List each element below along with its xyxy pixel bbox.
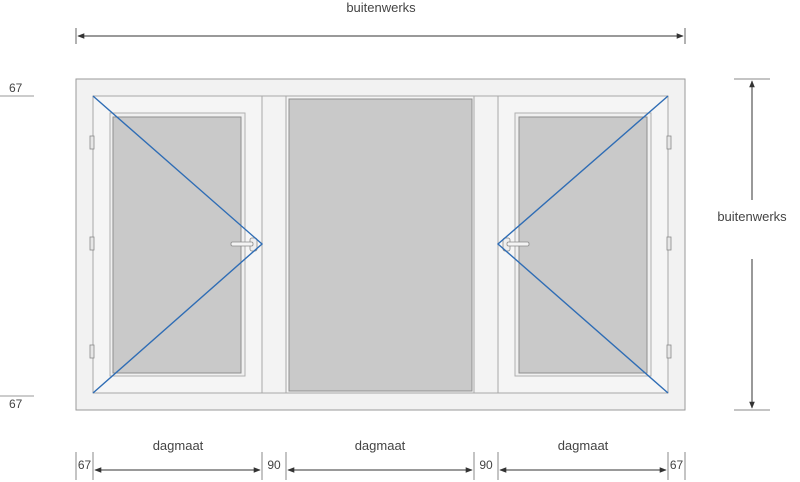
window-frame (75, 78, 686, 411)
frame-height-marks: 67 67 (0, 81, 34, 411)
frame-top-label: 67 (9, 81, 23, 95)
right-opening-lines (496, 95, 669, 394)
right-sash (497, 95, 669, 394)
overall-width-dimension: buitenwerks (75, 0, 686, 44)
frame-right-label: 67 (670, 458, 684, 472)
right-handle (502, 237, 530, 252)
center-glass-pane (288, 98, 473, 392)
overall-width-label: buitenwerks (346, 0, 416, 15)
hinge-icon (666, 344, 672, 359)
mullion-left (261, 95, 287, 394)
center-fixed-pane (285, 95, 475, 394)
bottom-dimension-chain: 67 90 90 67 dagmaat dagmaat dagmaat (75, 438, 686, 480)
right-hinges (666, 135, 672, 359)
daylight-left-label: dagmaat (153, 438, 204, 453)
daylight-right-label: dagmaat (558, 438, 609, 453)
left-handle (230, 237, 258, 252)
handle-lever (230, 241, 254, 247)
right-glass-pane (518, 116, 648, 374)
overall-height-dimension: buitenwerks (717, 78, 787, 411)
frame-bottom-label: 67 (9, 397, 23, 411)
hinge-icon (666, 236, 672, 251)
hinge-icon (89, 135, 95, 150)
mullion-right (473, 95, 499, 394)
left-glass-pane (112, 116, 242, 374)
mullion-right-label: 90 (479, 458, 493, 472)
hinge-icon (89, 236, 95, 251)
frame-left-label: 67 (78, 458, 92, 472)
hinge-icon (666, 135, 672, 150)
left-hinges (89, 135, 95, 359)
hinge-icon (89, 344, 95, 359)
handle-lever (506, 241, 530, 247)
daylight-center-label: dagmaat (355, 438, 406, 453)
overall-height-label: buitenwerks (717, 209, 787, 224)
left-opening-lines (92, 95, 264, 394)
mullion-left-label: 90 (267, 458, 281, 472)
